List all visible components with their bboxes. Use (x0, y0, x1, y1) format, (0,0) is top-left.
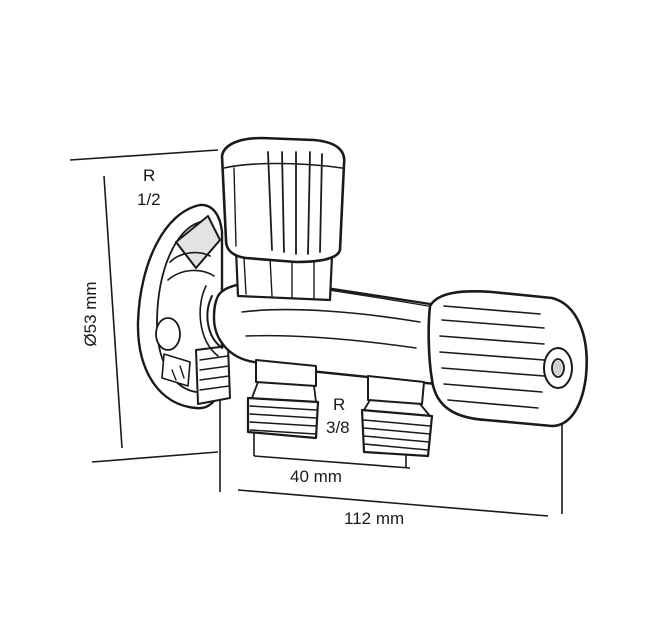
outlet-spacing-label: 40 mm (290, 467, 342, 486)
inlet-thread-prefix-label: R (143, 166, 155, 185)
side-handwheel (427, 290, 588, 428)
outlet-thread-size-label: 3/8 (326, 418, 350, 437)
inlet-thread-size-label: 1/2 (137, 190, 161, 209)
outlet-thread-right (360, 375, 434, 458)
overall-length-dimension-line (237, 489, 549, 517)
side-handwheel-cap (543, 347, 573, 389)
outlet-spacing-dimension-line (253, 455, 411, 469)
angle-valve-illustration (136, 136, 588, 458)
dimension-labels: R 1/2 Ø53 mm R 3/8 40 mm 112 mm (81, 166, 404, 528)
diameter-label: Ø53 mm (81, 281, 100, 346)
inlet-thread (195, 345, 231, 405)
overall-length-label: 112 mm (344, 509, 404, 528)
outlet-thread-prefix-label: R (333, 395, 345, 414)
dimension-lines (69, 149, 563, 517)
wall-flange (136, 203, 224, 410)
diameter-dimension-line (103, 175, 123, 449)
side-handwheel-screw (551, 358, 565, 378)
top-extension-line (69, 149, 219, 161)
bottom-extension-line (91, 451, 219, 463)
outlet-thread-left (246, 359, 320, 440)
top-handwheel (220, 136, 346, 264)
